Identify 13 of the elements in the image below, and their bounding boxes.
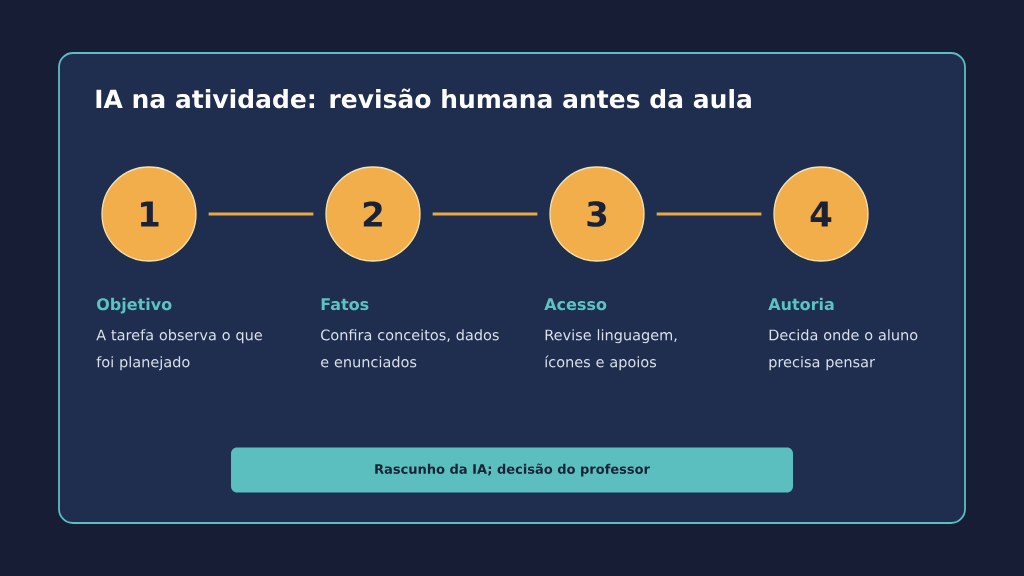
step-description: Revise linguagem, ícones e apoios (545, 329, 677, 371)
connector-line (432, 212, 538, 216)
connector-line (656, 212, 762, 216)
step-description: Confira conceitos, dados e enunciados (321, 329, 499, 368)
step-heading: Acesso (544, 298, 607, 311)
step-heading: Autoria (768, 297, 834, 311)
title: IA na atividade: revisão humana antes da aula (96, 88, 751, 109)
summary-banner: Rascunho da IA; decisão do professor (231, 447, 793, 493)
step-heading: Fatos (321, 298, 369, 311)
connector-line (208, 212, 314, 216)
step-heading: Objetivo (97, 297, 172, 314)
step-description: A tarefa observa o que foi planejado (96, 329, 262, 371)
step-description: Decida onde o aluno precisa pensar (769, 329, 918, 371)
